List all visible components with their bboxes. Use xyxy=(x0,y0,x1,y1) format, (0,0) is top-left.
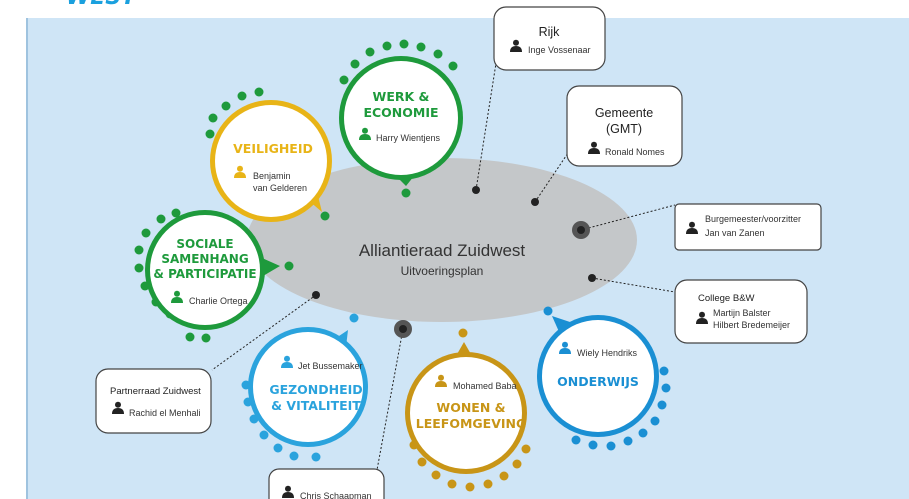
gemeente-person: Ronald Nomes xyxy=(605,147,665,157)
veiligheid-title: VEILIGHEID xyxy=(233,141,313,156)
college-person-1: Martijn Balster xyxy=(713,308,771,318)
rijk-title: Rijk xyxy=(539,25,561,39)
veiligheid-person-2: van Gelderen xyxy=(253,183,307,193)
left-margin xyxy=(0,0,26,499)
burgemeester-title: Burgemeester/voorzitter xyxy=(705,214,801,224)
sociale-title-2: SAMENHANG xyxy=(161,252,248,266)
partnerraad-person: Rachid el Menhali xyxy=(129,408,201,418)
gemeente-title-1: Gemeente xyxy=(595,106,653,120)
center-ellipse xyxy=(247,158,637,322)
sociale-person: Charlie Ortega xyxy=(189,296,248,306)
onderwijs-title: ONDERWIJS xyxy=(557,374,639,389)
wonen-title-2: LEEFOMGEVING xyxy=(416,416,527,431)
werk-person: Harry Wientjens xyxy=(376,133,441,143)
connector-lines xyxy=(211,56,676,471)
bubble-werk-economie: WERK & ECONOMIE Harry Wientjens xyxy=(339,39,463,198)
bubble-sociale-samenhang: SOCIALE SAMENHANG & PARTICIPATIE Charlie… xyxy=(134,208,294,343)
left-border xyxy=(26,18,28,499)
box-gemeente: Gemeente (GMT) Ronald Nomes xyxy=(566,85,683,167)
gezondheid-title-1: GEZONDHEID xyxy=(269,382,362,397)
center-title: Alliantieraad Zuidwest xyxy=(359,241,526,260)
wonen-person: Mohamed Baba xyxy=(453,381,517,391)
bubble-onderwijs: Wiely Hendriks ONDERWIJS xyxy=(537,306,671,451)
partnerraad-title: Partnerraad Zuidwest xyxy=(110,386,201,397)
gezondheid-title-2: & VITALITEIT xyxy=(271,398,361,413)
gemeente-title-2: (GMT) xyxy=(606,122,642,136)
box-chris: Chris Schaapman xyxy=(268,468,385,499)
bubble-gezondheid: Jet Bussemaker GEZONDHEID & VITALITEIT xyxy=(241,313,368,462)
connector-gemeente xyxy=(534,152,569,203)
wonen-title-1: WONEN & xyxy=(436,400,505,415)
anchor-dot-burgemeester xyxy=(577,226,585,234)
burgemeester-person: Jan van Zanen xyxy=(705,228,765,238)
anchor-dots xyxy=(312,186,596,299)
werk-title-1: WERK & xyxy=(373,89,430,104)
veiligheid-person-1: Benjamin xyxy=(253,171,291,181)
box-partnerraad: Partnerraad Zuidwest Rachid el Menhali xyxy=(95,368,212,434)
sociale-title-3: & PARTICIPATIE xyxy=(153,267,256,281)
werk-title-2: ECONOMIE xyxy=(363,105,438,120)
connector-burgemeester xyxy=(580,204,676,231)
connector-rijk xyxy=(475,56,498,191)
box-rijk: Rijk Inge Vossenaar xyxy=(493,6,606,71)
center-subtitle: Uitvoeringsplan xyxy=(401,264,484,278)
college-title: College B&W xyxy=(698,293,755,304)
sociale-title-1: SOCIALE xyxy=(176,237,233,251)
onderwijs-person: Wiely Hendriks xyxy=(577,348,638,358)
header-strip xyxy=(0,0,909,18)
connector-partnerraad xyxy=(211,294,317,371)
chris-person: Chris Schaapman xyxy=(300,491,372,499)
rijk-person: Inge Vossenaar xyxy=(528,45,591,55)
box-college: College B&W Martijn Balster Hilbert Bred… xyxy=(674,279,808,344)
logo-text: WEST xyxy=(66,0,138,10)
college-person-2: Hilbert Bredemeijer xyxy=(713,320,790,330)
box-burgemeester: Burgemeester/voorzitter Jan van Zanen xyxy=(674,203,822,251)
bubble-veiligheid: VEILIGHEID Benjamin van Gelderen xyxy=(205,87,332,222)
gezondheid-person: Jet Bussemaker xyxy=(298,361,363,371)
bubble-wonen: Mohamed Baba WONEN & LEEFOMGEVING xyxy=(405,328,531,492)
anchor-dot-chris xyxy=(399,325,407,333)
